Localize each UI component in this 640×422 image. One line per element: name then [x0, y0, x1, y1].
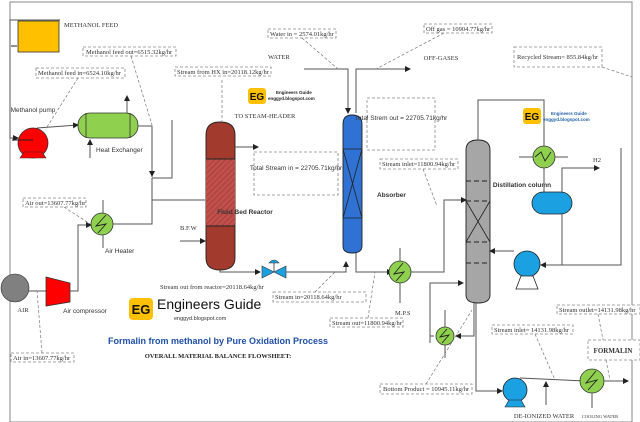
air-compressor-label: Air compressor — [63, 308, 108, 315]
svg-text:Stream from HX in=20118.12kg/h: Stream from HX in=20118.12kg/hr — [177, 69, 270, 76]
svg-text:Stream out from reactor=20118.: Stream out from reactor=20118.64kg/hr — [160, 284, 265, 291]
reboiler — [435, 310, 455, 358]
annotation-stream-out-mps: Stream out=11800.94kg/hr — [329, 271, 404, 328]
deionized-water-label: DE-IONIZED WATER — [514, 413, 575, 420]
svg-text:Methanol feed out=6515.32kg/hr: Methanol feed out=6515.32kg/hr — [86, 49, 173, 56]
heat-exchanger — [77, 112, 139, 139]
absorber-column — [342, 114, 363, 254]
svg-text:Air out=13607.77kg/hr: Air out=13607.77kg/hr — [25, 200, 86, 207]
annotation-stream-in-absorber: Stream in=20118.64kg/hr — [272, 271, 367, 303]
svg-text:EG: EG — [132, 302, 151, 317]
page-subtitle: OVERALL MATERIAL BALANCE FLOWSHEET: — [145, 353, 292, 360]
air-label: AIR — [17, 307, 29, 314]
distillation-column — [465, 139, 491, 304]
formalin-cooler — [579, 368, 605, 408]
reflux-pump — [513, 250, 541, 290]
svg-text:enggyd.blogspot.com: enggyd.blogspot.com — [268, 96, 315, 101]
formalin-label: FORMALIN — [594, 347, 633, 355]
annotation-off-gas: Off gas = 10904.77kg/hr — [375, 23, 493, 70]
svg-text:Stream outlet=14131.98kg/hr: Stream outlet=14131.98kg/hr — [559, 307, 636, 314]
deionized-water-pump — [502, 377, 528, 408]
svg-text:Stream in=20118.64kg/hr: Stream in=20118.64kg/hr — [275, 294, 342, 301]
annotation-stream-out-reactor: Stream out from reactor=20118.64kg/hr — [160, 284, 265, 291]
water-label: WATER — [268, 54, 290, 61]
svg-text:Total Strem out = 22705.71kg/h: Total Strem out = 22705.71kg/hr — [355, 115, 449, 122]
svg-text:Total Stream in = 22705.71kg/h: Total Stream in = 22705.71kg/hr — [250, 165, 343, 172]
annotation-water-in: Water in = 2574.01kg/hr — [267, 28, 339, 70]
air-heater — [90, 200, 114, 248]
fluid-bed-reactor — [205, 121, 236, 271]
annotation-stream-inlet-formalin: Stream inlet= 14131.98kg/hr — [491, 324, 574, 381]
svg-text:EG: EG — [525, 112, 540, 123]
condenser — [519, 145, 568, 169]
reactor-label: Fluid Bed Reactor — [217, 209, 273, 216]
annotation-recycled-stream: Recycled Stream= 855.84kg/hr — [513, 46, 633, 78]
svg-text:enggyd.blogspot.com: enggyd.blogspot.com — [543, 117, 590, 122]
methanol-feed-label: METHANOL FEED — [64, 22, 118, 29]
svg-text:Engineers Guide: Engineers Guide — [157, 296, 262, 312]
methanol-feed-tank — [17, 19, 60, 53]
svg-text:Engineers Guide: Engineers Guide — [551, 111, 587, 116]
brand-logo-middle: EG Engineers Guide enggyd.blogspot.com — [248, 88, 315, 104]
air-compressor — [45, 276, 71, 307]
annotation-stream-from-hx: Stream from HX in=20118.12kg/hr — [174, 66, 272, 77]
annotation-total-stream-in: Total Stream in = 22705.71kg/hr — [250, 151, 343, 196]
svg-text:Stream out=11800.94kg/hr: Stream out=11800.94kg/hr — [332, 320, 403, 327]
svg-text:enggyd.blogspot.com: enggyd.blogspot.com — [174, 316, 227, 322]
annotation-air-out: Air out=13607.77kg/hr — [22, 197, 91, 225]
reflux-drum — [531, 191, 573, 215]
air-heater-label: Air Heater — [105, 248, 135, 255]
formalin-product-box — [587, 339, 640, 361]
annotation-stream-outlet-formalin: Stream outlet=14131.98kg/hr — [556, 304, 640, 381]
annotation-methanol-feed-in: Methanol feed in=6524.10kg/hr — [35, 67, 126, 128]
annotation-stream-inlet-distillation: Stream inlet=11800.94kg/hr — [379, 158, 459, 207]
to-steam-header-label: TO STEAM-HEADER — [235, 113, 296, 120]
off-gases-label: OFF-GASES — [424, 55, 459, 62]
methanol-pump-label: Methanol pump — [11, 107, 56, 114]
heat-exchanger-label: Heat Exchanger — [96, 147, 143, 154]
svg-text:Stream inlet=11800.94kg/hr: Stream inlet=11800.94kg/hr — [382, 161, 456, 168]
svg-text:Off gas = 10904.77kg/hr: Off gas = 10904.77kg/hr — [426, 26, 491, 33]
distillation-label: Distillation column — [493, 182, 551, 189]
brand-logo-large: EG Engineers Guide enggyd.blogspot.com — [129, 296, 262, 322]
mps-label: M.P.S — [395, 310, 411, 317]
annotation-bottom-product: Bottom Product = 10945.11kg/hr — [379, 309, 473, 395]
mps-exchanger — [388, 248, 412, 303]
bfw-label: B.F.W — [180, 225, 198, 232]
methanol-pump — [12, 127, 49, 159]
annotation-total-stream-out: Total Strem out = 22705.71kg/hr — [355, 97, 449, 151]
brand-logo-right: EG Engineers Guide enggyd.blogspot.com — [523, 108, 590, 124]
svg-text:Water in = 2574.01kg/hr: Water in = 2574.01kg/hr — [270, 31, 335, 38]
control-valve[interactable] — [261, 259, 287, 279]
cooling-water-label: COOLING WATER — [582, 414, 618, 419]
svg-text:EG: EG — [250, 92, 265, 103]
svg-text:Methanol feed in=6524.10kg/hr: Methanol feed in=6524.10kg/hr — [38, 70, 122, 77]
page-title: Formalin from methanol by Pure Oxidation… — [108, 336, 328, 346]
air-source — [0, 273, 30, 303]
svg-text:Air in=13607.77kg/hr: Air in=13607.77kg/hr — [13, 355, 71, 362]
svg-text:Engineers Guide: Engineers Guide — [276, 90, 312, 95]
diagram-border — [9, 1, 633, 422]
svg-text:Recycled Stream= 855.84kg/hr: Recycled Stream= 855.84kg/hr — [517, 54, 599, 61]
svg-text:Stream inlet= 14131.98kg/hr: Stream inlet= 14131.98kg/hr — [494, 327, 570, 334]
h2-label: H2 — [593, 157, 601, 164]
svg-text:Bottom Product = 10945.11kg/hr: Bottom Product = 10945.11kg/hr — [383, 386, 470, 393]
annotation-methanol-feed-out: Methanol feed out=6515.32kg/hr — [82, 46, 177, 126]
absorber-label: Absorber — [377, 192, 406, 199]
annotation-air-in: Air in=13607.77kg/hr — [10, 290, 75, 363]
